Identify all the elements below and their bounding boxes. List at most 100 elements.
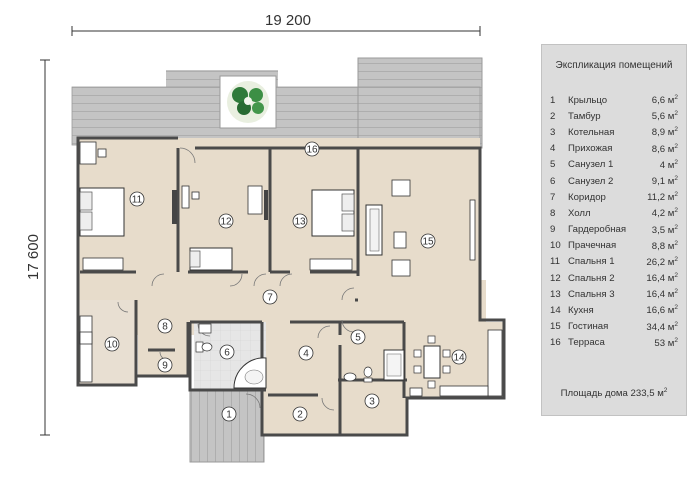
wardrobe <box>247 185 263 215</box>
room-area-unit: м <box>667 273 675 285</box>
room-area-value: 11,2 <box>647 192 666 204</box>
dining-table-icon <box>413 335 451 389</box>
room-area-value: 53 <box>654 338 666 349</box>
room-area-value: 9,1 <box>651 176 666 188</box>
room-name: Гостиная <box>568 321 609 333</box>
width-dimension: 19 200 <box>71 12 481 36</box>
room-marker-13: 13 <box>292 213 308 229</box>
room-area-unit-power: 2 <box>674 304 678 312</box>
room-name: Кухня <box>568 305 594 317</box>
room-marker-11: 11 <box>129 191 145 207</box>
room-name: Спальня 1 <box>568 256 615 268</box>
room-name: Санузел 2 <box>568 175 614 187</box>
svg-text:7: 7 <box>267 293 273 304</box>
room-area-unit: м <box>667 289 675 301</box>
room-name: Тамбур <box>568 110 601 122</box>
wardrobe <box>172 190 177 224</box>
svg-text:9: 9 <box>162 361 168 372</box>
desk <box>79 141 97 165</box>
room-area-unit: м <box>667 240 675 252</box>
bed-icon <box>189 247 233 271</box>
svg-text:6: 6 <box>224 348 230 359</box>
room-area: 9,1 м2 <box>652 175 678 187</box>
room-number: 6 <box>550 175 556 187</box>
room-area-unit-power: 2 <box>674 207 678 215</box>
room-area-unit-power: 2 <box>674 94 678 101</box>
room-area: 26,2 м2 <box>646 256 678 268</box>
legend-row: 6 Санузел 2 9,1 м2 <box>550 173 678 189</box>
room-marker-6: 6 <box>219 344 235 360</box>
room-marker-3: 3 <box>364 393 380 409</box>
room-marker-7: 7 <box>262 289 278 305</box>
room-area-unit-power: 2 <box>674 110 678 118</box>
room-area-unit-power: 2 <box>674 320 678 328</box>
room-area: 53 м2 <box>654 337 678 349</box>
svg-text:3: 3 <box>369 397 375 408</box>
room-area: 8,9 м2 <box>652 126 678 138</box>
floor-plan: 19 200 17 600 <box>25 12 506 463</box>
room-area-unit-power: 2 <box>674 239 678 247</box>
bathtub-icon <box>233 357 267 389</box>
room-marker-12: 12 <box>218 213 234 229</box>
total-area-label: Площадь дома 233,5 м <box>560 388 664 400</box>
room-name: Терраса <box>568 337 605 349</box>
room-number: 4 <box>550 143 556 155</box>
width-label: 19 200 <box>265 12 311 29</box>
total-area-unit-power: 2 <box>663 387 668 394</box>
room-area-unit-power: 2 <box>674 191 678 199</box>
chair <box>191 191 200 200</box>
room-name: Крыльцо <box>568 94 608 106</box>
room-area-unit: м <box>667 224 675 236</box>
room-name: Котельная <box>568 126 615 138</box>
room-area-value: 8,6 <box>651 143 666 155</box>
armchair <box>391 179 411 197</box>
room-number: 12 <box>550 272 561 284</box>
room-area: 8,8 м2 <box>652 240 678 252</box>
svg-text:14: 14 <box>453 353 465 364</box>
room-number: 7 <box>550 191 556 203</box>
svg-text:5: 5 <box>355 333 361 344</box>
room-marker-15: 15 <box>420 233 436 249</box>
svg-text:2: 2 <box>297 410 303 421</box>
svg-text:8: 8 <box>162 322 168 333</box>
room-area-value: 4,2 <box>651 208 666 220</box>
room-area-unit-power: 2 <box>674 336 678 344</box>
room-markers: 1 2 3 4 5 6 7 8 9 10 11 12 13 14 15 16 <box>104 141 467 422</box>
room-area: 5,6 м2 <box>652 110 678 122</box>
room-area: 16,4 м2 <box>646 272 678 284</box>
room-area: 16,4 м2 <box>646 288 678 300</box>
sink-icon <box>198 323 212 334</box>
room-area: 4,2 м2 <box>652 207 678 219</box>
room-area-unit-power: 2 <box>674 255 678 263</box>
room-name: Прачечная <box>568 240 617 252</box>
room-name: Спальня 2 <box>568 272 615 284</box>
room-number: 9 <box>550 224 556 236</box>
room-number: 15 <box>550 321 561 333</box>
room-marker-4: 4 <box>298 345 314 361</box>
svg-text:4: 4 <box>303 349 309 360</box>
room-number: 14 <box>550 305 561 317</box>
room-area-unit-power: 2 <box>674 126 678 134</box>
room-area-value: 16,4 <box>646 273 666 285</box>
room-marker-16: 16 <box>304 141 320 157</box>
room-area-value: 3,5 <box>651 224 666 236</box>
room-area-unit-power: 2 <box>674 223 678 231</box>
room-area: 6,6 м2 <box>652 94 678 106</box>
room-name: Холл <box>568 207 591 219</box>
svg-text:11: 11 <box>132 195 143 206</box>
room-marker-10: 10 <box>104 336 120 352</box>
room-area-unit: м <box>667 208 675 220</box>
legend-row: 2 Тамбур 5,6 м2 <box>550 108 678 124</box>
svg-text:10: 10 <box>106 340 118 351</box>
room-area-value: 6,6 <box>651 95 666 107</box>
tree-planter-icon <box>219 75 277 129</box>
room-name: Коридор <box>568 191 606 203</box>
bathtub-icon <box>383 349 405 381</box>
toilet-icon <box>363 366 373 383</box>
height-label: 17 600 <box>25 234 42 280</box>
